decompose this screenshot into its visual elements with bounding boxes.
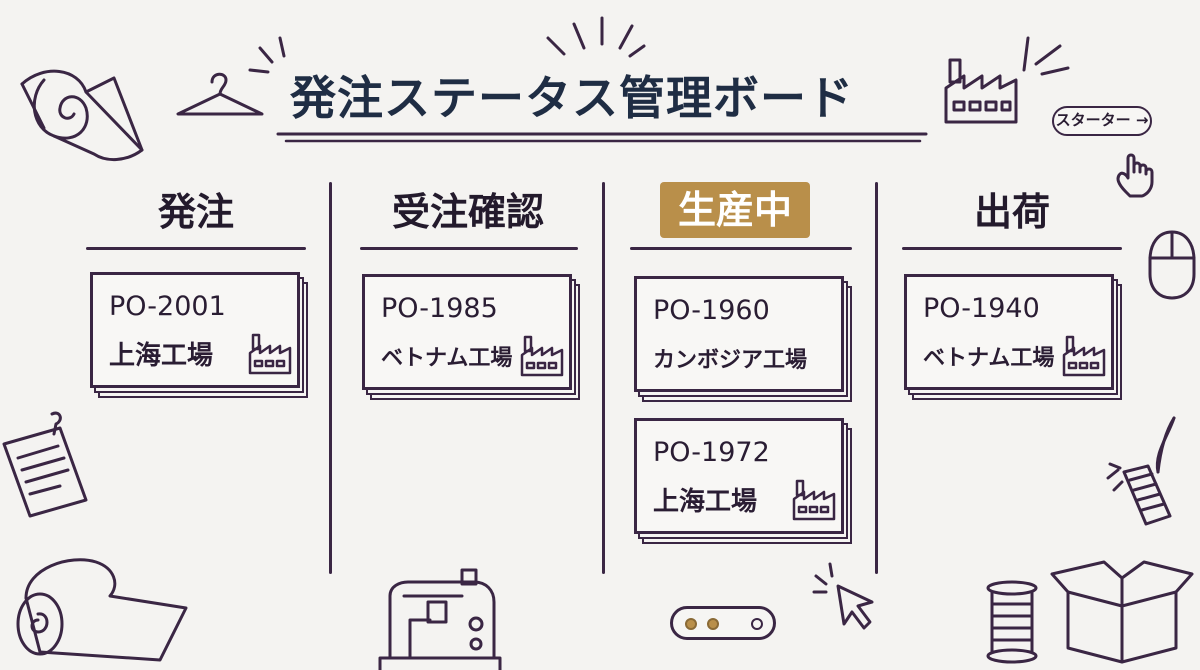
column-header-rule [630,247,852,250]
page-indicator [670,606,776,640]
card-face: PO-1960 カンボジア工場 [634,276,844,392]
factory-name: ベトナム工場 [923,346,1055,371]
factory-icon [520,335,564,377]
column-header-order-confirmed[interactable]: 受注確認 [356,184,580,240]
column-divider [875,182,878,574]
column-header-rule [902,247,1122,250]
card-face: PO-1940 ベトナム工場 [904,274,1114,390]
column-header-rule [360,247,578,250]
clothing-tag-icon [2,411,88,518]
po-number: PO-1940 [923,293,1040,324]
page-dot[interactable] [685,618,697,630]
title-underline [276,132,928,143]
page-title: 発注ステータス管理ボード [290,71,854,125]
factory-name: 上海工場 [653,487,758,517]
order-card[interactable]: PO-1940 ベトナム工場 [904,274,1122,400]
card-face: PO-1985 ベトナム工場 [362,274,572,390]
factory-icon [792,479,836,521]
hanger-icon [176,72,264,116]
card-face: PO-1972 上海工場 [634,418,844,534]
column-title: 生産中 [659,182,810,238]
cursor-arrow-icon [812,562,874,630]
po-number: PO-2001 [109,291,226,322]
factory-icon [944,58,1018,124]
page-dot[interactable] [751,618,763,630]
order-card[interactable]: PO-1960 カンボジア工場 [634,276,852,402]
cardboard-box-icon [1050,560,1194,664]
card-face: PO-2001 上海工場 [90,272,300,388]
sewing-needle-icon [1106,416,1176,492]
pointer-hand-icon [1116,153,1154,198]
column-title: 受注確認 [391,190,544,234]
factory-name: カンボジア工場 [653,348,808,373]
sewing-machine-icon [378,568,502,670]
po-number: PO-1985 [381,293,498,324]
order-card[interactable]: PO-2001 上海工場 [90,272,308,398]
order-card[interactable]: PO-1972 上海工場 [634,418,852,544]
po-number: PO-1960 [653,295,770,326]
order-card[interactable]: PO-1985 ベトナム工場 [362,274,580,400]
sparkle-lines [1022,36,1070,76]
fabric-roll-icon [20,69,144,161]
factory-name: 上海工場 [109,341,214,371]
page-dot[interactable] [707,618,719,630]
column-divider [602,182,605,574]
factory-icon [248,333,292,375]
factory-name: ベトナム工場 [381,346,513,371]
column-divider [329,182,332,574]
thread-spool-icon [986,580,1038,664]
po-number: PO-1972 [653,437,770,468]
sparkle-lines [248,36,286,74]
column-header-shipping[interactable]: 出荷 [902,184,1122,240]
column-header-rule [86,247,306,250]
column-title: 発注 [157,190,234,234]
factory-icon [1062,335,1106,377]
starter-button[interactable]: スターター → [1052,106,1152,136]
mouse-icon [1148,230,1196,300]
sparkle-lines [546,16,646,58]
column-title: 出荷 [973,190,1050,234]
column-header-order[interactable]: 発注 [86,184,306,240]
column-header-in-production[interactable]: 生産中 [632,182,838,238]
thread-spool-icon [1122,464,1172,526]
fabric-roll-icon [16,558,188,662]
